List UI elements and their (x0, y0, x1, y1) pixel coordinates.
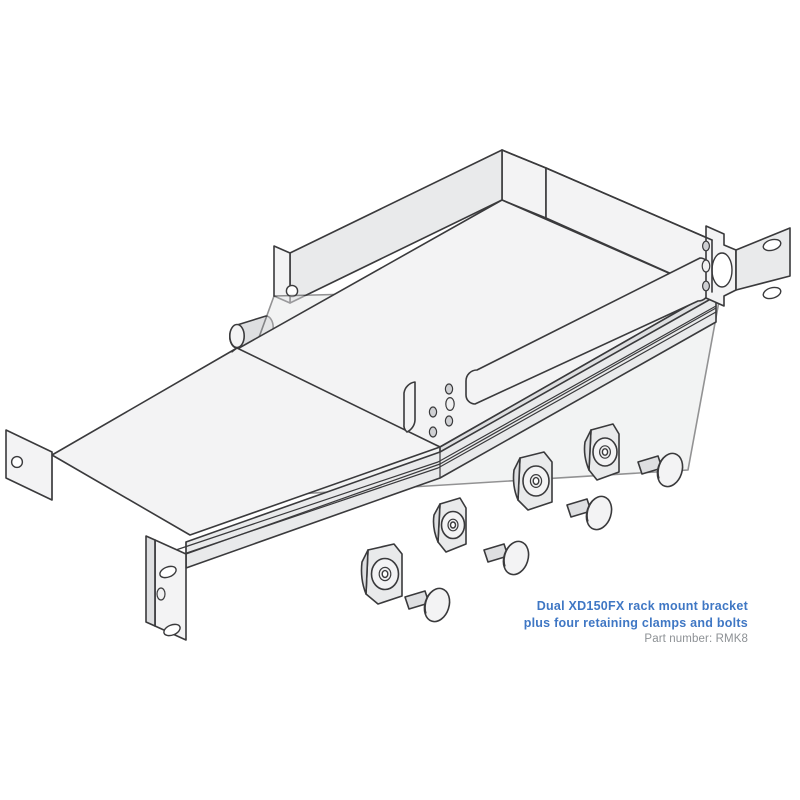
retaining-bolt (404, 587, 451, 623)
front-hem (157, 305, 717, 563)
rack-ear-left (145, 535, 187, 641)
panel-window-left (403, 381, 416, 433)
left-end-tab (5, 429, 53, 501)
retaining-bolt (637, 452, 684, 488)
caption-line-1: Dual XD150FX rack mount bracket (536, 599, 748, 613)
caption-block: Dual XD150FX rack mount bracket plus fou… (328, 598, 748, 647)
retaining-clamps (360, 423, 620, 605)
retaining-clamp (432, 497, 467, 553)
retaining-bolts (404, 452, 684, 623)
retaining-clamp (512, 451, 553, 511)
caption-line-2: plus four retaining clamps and bolts (523, 615, 748, 630)
retaining-bolt (566, 495, 613, 531)
retaining-clamp (360, 543, 403, 605)
rack-ear-right (701, 225, 791, 307)
caption-part-number: Part number: RMK8 (644, 633, 748, 645)
retaining-clamp (583, 423, 620, 481)
centre-fixing-holes (428, 383, 455, 438)
tray-left-plane (51, 347, 441, 536)
retaining-bolt (483, 540, 530, 576)
